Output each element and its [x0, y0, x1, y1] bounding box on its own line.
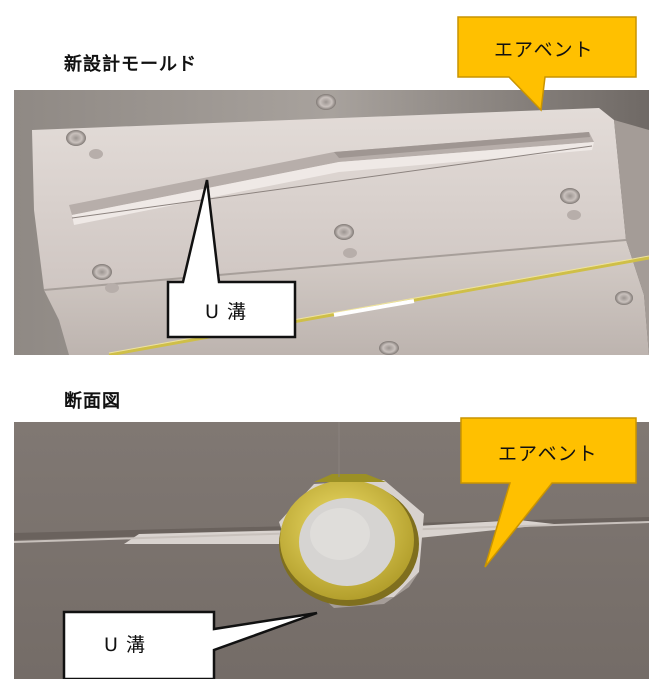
bottom-heading: 断面図	[64, 391, 121, 412]
u-groove-label-top: U 溝	[205, 301, 247, 323]
u-groove-label-bottom: U 溝	[104, 634, 146, 656]
mold-photo-illustration	[14, 90, 649, 355]
air-vent-label-bottom: エアベント	[498, 443, 598, 465]
mold-photo	[14, 90, 649, 355]
top-heading: 新設計モールド	[64, 54, 197, 75]
bolt-icon	[66, 94, 633, 355]
air-vent-label-top: エアベント	[494, 39, 594, 61]
